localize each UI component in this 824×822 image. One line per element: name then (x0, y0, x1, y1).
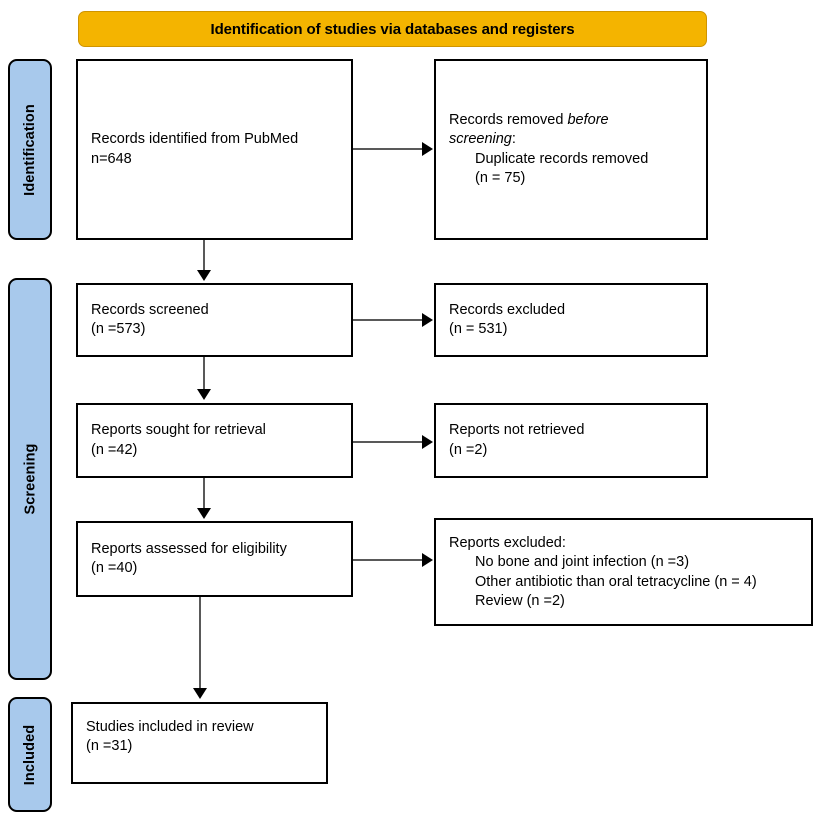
stage-tab-screening: Screening (8, 278, 52, 680)
stage-tab-included: Included (8, 697, 52, 812)
stage-tab-identification-label: Identification (22, 103, 38, 196)
box-records-removed-line1-text: Records removed (449, 111, 568, 128)
box-records-excluded-line1: Records excluded (449, 301, 566, 318)
box-reports-not-retrieved: Reports not retrieved (n =2) (434, 403, 708, 478)
box-reports-sought-line2: (n =42) (91, 441, 138, 458)
connector-identified-to-screened (203, 240, 205, 272)
arrowhead-screened-to-sought (197, 389, 211, 400)
box-reports-excluded-line3: Other antibiotic than oral tetracycline … (475, 573, 757, 590)
banner-identification-databases-registers: Identification of studies via databases … (78, 11, 707, 47)
connector-assessed-to-included (199, 597, 201, 690)
arrowhead-identified-to-removed (422, 142, 433, 156)
box-records-excluded: Records excluded (n = 531) (434, 283, 708, 357)
box-records-removed-line2: screening: (449, 130, 693, 149)
stage-tab-identification: Identification (8, 59, 52, 240)
stage-tab-included-label: Included (22, 724, 39, 785)
arrowhead-sought-to-not-retrieved (422, 435, 433, 449)
box-records-identified-line1: Records identified from PubMed (91, 131, 299, 148)
connector-screened-to-excluded (353, 319, 423, 321)
connector-assessed-to-excluded (353, 559, 423, 561)
box-reports-assessed-for-eligibility: Reports assessed for eligibility (n =40) (76, 521, 353, 597)
box-studies-included-in-review: Studies included in review (n =31) (71, 702, 328, 784)
box-records-screened: Records screened (n =573) (76, 283, 353, 357)
box-studies-included-line1: Studies included in review (86, 719, 254, 735)
box-records-identified-line2: n=648 (91, 150, 132, 167)
connector-screened-to-sought (203, 357, 205, 391)
box-reports-excluded-line2: No bone and joint infection (n =3) (475, 554, 690, 571)
box-reports-assessed-line2: (n =40) (91, 560, 138, 576)
box-reports-not-retrieved-line1: Reports not retrieved (449, 422, 585, 439)
arrowhead-assessed-to-included (193, 688, 207, 699)
connector-sought-to-not-retrieved (353, 441, 423, 443)
box-records-excluded-line2: (n = 531) (449, 321, 508, 337)
arrowhead-assessed-to-excluded (422, 553, 433, 567)
box-reports-assessed-line1: Reports assessed for eligibility (91, 540, 287, 557)
arrowhead-identified-to-screened (197, 270, 211, 281)
box-records-removed-line2-emphasis: screening (449, 131, 512, 148)
box-reports-excluded-line1: Reports excluded: (449, 535, 566, 551)
arrowhead-sought-to-assessed (197, 508, 211, 519)
box-records-removed-before-screening: Records removed before screening: Duplic… (434, 59, 708, 240)
stage-tab-screening-label: Screening (22, 443, 39, 515)
arrowhead-screened-to-excluded (422, 313, 433, 327)
box-reports-excluded-line4: Review (n =2) (475, 592, 565, 609)
box-reports-excluded: Reports excluded: No bone and joint infe… (434, 518, 813, 626)
box-records-removed-line4: (n = 75) (475, 169, 526, 186)
box-reports-not-retrieved-line2: (n =2) (449, 441, 488, 458)
box-records-removed-line1-emphasis: before (567, 111, 609, 128)
connector-sought-to-assessed (203, 478, 205, 510)
box-reports-sought-for-retrieval: Reports sought for retrieval (n =42) (76, 403, 353, 478)
box-records-screened-line1: Records screened (91, 301, 209, 318)
box-records-removed-line3: Duplicate records removed (475, 150, 649, 167)
box-records-screened-line2: (n =573) (91, 321, 146, 337)
box-studies-included-line2: (n =31) (86, 738, 133, 755)
box-records-removed-line1: Records removed before (449, 111, 693, 130)
box-reports-sought-line1: Reports sought for retrieval (91, 422, 266, 439)
connector-identified-to-removed (353, 148, 423, 150)
box-records-identified: Records identified from PubMed n=648 (76, 59, 353, 240)
box-records-removed-line2-colon: : (511, 131, 516, 148)
